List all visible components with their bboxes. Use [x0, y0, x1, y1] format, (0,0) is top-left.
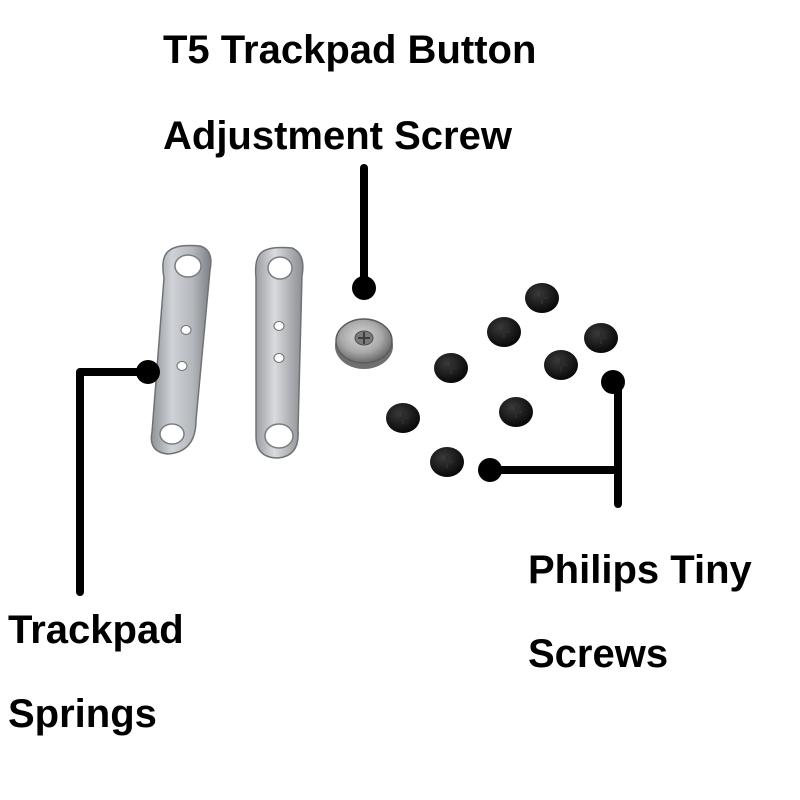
philips-screw: [487, 317, 521, 347]
philips-screw: [544, 350, 578, 380]
t5-screw-label-line1: T5 Trackpad Button: [163, 28, 537, 72]
trackpad-springs-label-line2: Springs: [8, 692, 157, 736]
philips-screw: [386, 403, 420, 433]
philips-screws: [386, 283, 618, 477]
philips-screw: [584, 323, 618, 353]
t5-screw-label-line2: Adjustment Screw: [163, 114, 512, 158]
callout-springs: [76, 360, 160, 596]
t5-adjustment-screw: [335, 318, 393, 369]
callout-t5: [352, 164, 376, 300]
philips-screw: [499, 397, 533, 427]
trackpad-spring-left: [150, 244, 212, 455]
philips-screws-label-line1: Philips Tiny: [528, 548, 752, 592]
philips-screws-label-line2: Screws: [528, 632, 669, 676]
philips-screw: [434, 353, 468, 383]
philips-screw: [525, 283, 559, 313]
trackpad-spring-right: [254, 246, 304, 459]
trackpad-springs-label-line1: Trackpad: [8, 608, 184, 652]
callout-philips: [478, 370, 625, 508]
philips-screw: [430, 447, 464, 477]
